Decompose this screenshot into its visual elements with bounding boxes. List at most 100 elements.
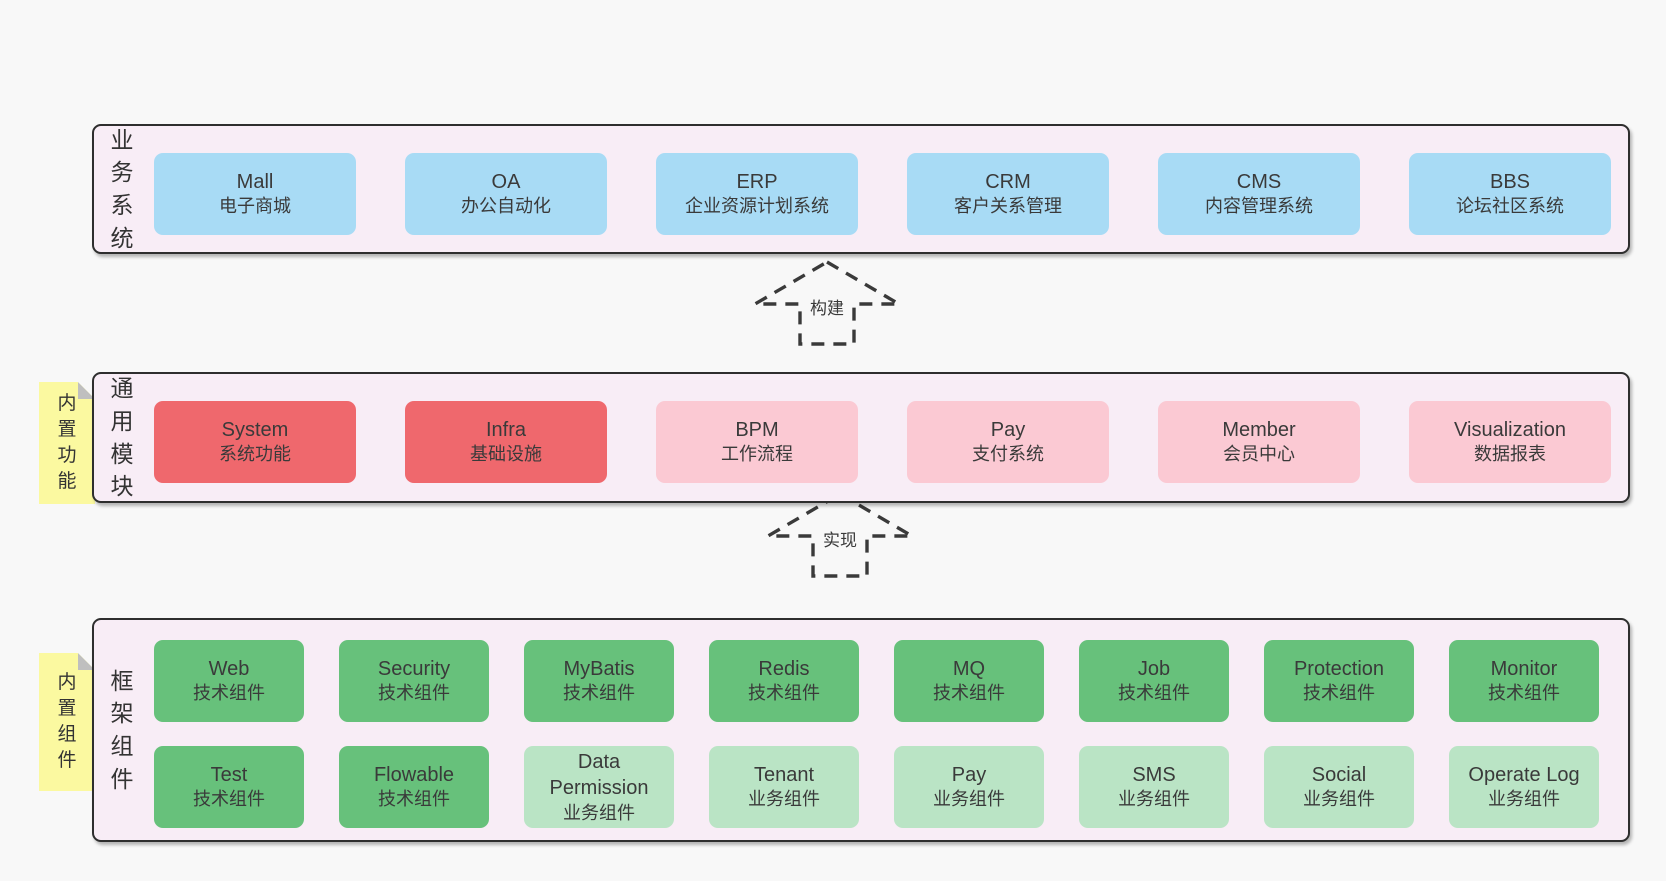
component-desc: 技术组件 — [1488, 683, 1560, 704]
layer-framework-components: 框架组件 Web 技术组件 Security 技术组件 MyBatis 技术组件 Redis… — [92, 618, 1630, 842]
component-box-security: Security 技术组件 — [339, 640, 489, 722]
component-desc: 技术组件 — [1303, 683, 1375, 704]
component-desc: 会员中心 — [1223, 444, 1295, 465]
layer-label-business-systems: 业务系统 — [110, 126, 134, 251]
component-box-erp: ERP 企业资源计划系统 — [656, 153, 858, 235]
component-name: Job — [1137, 657, 1171, 680]
component-desc: 电子商城 — [219, 196, 291, 217]
sticky-note-builtin-components: 内置组件 — [39, 653, 95, 791]
component-desc: 技术组件 — [563, 683, 635, 704]
component-box-flowable: Flowable 技术组件 — [339, 746, 489, 828]
sticky-note-builtin-features: 内置功能 — [39, 382, 95, 504]
component-name: Infra — [485, 418, 527, 441]
component-name: BPM — [735, 418, 779, 441]
component-desc: 业务组件 — [933, 789, 1005, 810]
implement-arrow-label: 实现 — [820, 526, 860, 551]
component-box-sms: SMS 业务组件 — [1079, 746, 1229, 828]
component-name: Visualization — [1454, 418, 1566, 441]
component-desc: 办公自动化 — [461, 196, 551, 217]
component-name: Pay — [990, 418, 1026, 441]
component-desc: 业务组件 — [1303, 789, 1375, 810]
component-name: Pay — [951, 763, 987, 786]
layer-business-systems: 业务系统 Mall 电子商城 OA 办公自动化 ERP 企业资源计划系统 CRM 客户关系管理… — [92, 124, 1630, 254]
build-arrow: 构建 — [752, 258, 902, 348]
component-desc: 技术组件 — [378, 789, 450, 810]
component-box-monitor: Monitor 技术组件 — [1449, 640, 1599, 722]
component-box-mq: MQ 技术组件 — [894, 640, 1044, 722]
component-box-bbs: BBS 论坛社区系统 — [1409, 153, 1611, 235]
component-name: Flowable — [373, 763, 455, 786]
component-box-pay: Pay 支付系统 — [907, 401, 1109, 483]
component-name: Redis — [758, 657, 810, 680]
component-name: Member — [1222, 418, 1296, 441]
component-name: CRM — [985, 170, 1031, 193]
component-name: Security — [377, 657, 451, 680]
component-desc: 技术组件 — [193, 789, 265, 810]
component-desc: 论坛社区系统 — [1456, 196, 1564, 217]
component-name: Tenant — [753, 763, 815, 786]
component-name: Test — [210, 763, 248, 786]
component-box-infra: Infra 基础设施 — [405, 401, 607, 483]
component-desc: 业务组件 — [1118, 789, 1190, 810]
component-desc: 技术组件 — [193, 683, 265, 704]
component-desc: 客户关系管理 — [954, 196, 1062, 217]
sticky-label: 内置功能 — [57, 392, 77, 493]
component-desc: 业务组件 — [1488, 789, 1560, 810]
component-name: Social — [1311, 763, 1367, 786]
component-desc: 基础设施 — [470, 444, 542, 465]
component-box-cms: CMS 内容管理系统 — [1158, 153, 1360, 235]
component-box-operate-log: Operate Log 业务组件 — [1449, 746, 1599, 828]
component-desc: 支付系统 — [972, 444, 1044, 465]
build-arrow-label: 构建 — [807, 294, 847, 319]
component-desc: 企业资源计划系统 — [685, 196, 829, 217]
component-desc: 业务组件 — [563, 802, 635, 823]
component-name: Operate Log — [1468, 763, 1580, 786]
component-name: System — [221, 418, 289, 441]
component-desc: 数据报表 — [1474, 444, 1546, 465]
component-box-web: Web 技术组件 — [154, 640, 304, 722]
component-name: Protection — [1293, 657, 1385, 680]
component-box-pay: Pay 业务组件 — [894, 746, 1044, 828]
component-name: BBS — [1489, 170, 1531, 193]
layer-label-common-modules: 通用模块 — [110, 375, 134, 500]
component-box-oa: OA 办公自动化 — [405, 153, 607, 235]
component-box-visualization: Visualization 数据报表 — [1409, 401, 1611, 483]
component-desc: 业务组件 — [748, 789, 820, 810]
component-name: Data Permission — [549, 750, 649, 800]
component-name: MQ — [952, 657, 986, 680]
component-desc: 技术组件 — [378, 683, 450, 704]
component-box-mybatis: MyBatis 技术组件 — [524, 640, 674, 722]
component-box-protection: Protection 技术组件 — [1264, 640, 1414, 722]
component-desc: 技术组件 — [1118, 683, 1190, 704]
component-desc: 内容管理系统 — [1205, 196, 1313, 217]
component-name: CMS — [1236, 170, 1282, 193]
component-box-tenant: Tenant 业务组件 — [709, 746, 859, 828]
component-desc: 工作流程 — [721, 444, 793, 465]
component-box-member: Member 会员中心 — [1158, 401, 1360, 483]
component-box-social: Social 业务组件 — [1264, 746, 1414, 828]
component-name: MyBatis — [563, 657, 635, 680]
component-box-test: Test 技术组件 — [154, 746, 304, 828]
component-row: Mall 电子商城 OA 办公自动化 ERP 企业资源计划系统 CRM 客户关系管理 CMS 内容… — [154, 153, 1611, 235]
component-name: SMS — [1132, 763, 1176, 786]
component-name: Web — [208, 657, 250, 680]
component-name: Monitor — [1490, 657, 1558, 680]
layer-label-framework-components: 框架组件 — [110, 667, 134, 792]
component-desc: 技术组件 — [748, 683, 820, 704]
component-box-mall: Mall 电子商城 — [154, 153, 356, 235]
component-name: Mall — [236, 170, 274, 193]
component-box-job: Job 技术组件 — [1079, 640, 1229, 722]
implement-arrow: 实现 — [765, 490, 915, 580]
sticky-label: 内置组件 — [57, 671, 77, 772]
component-name: OA — [491, 170, 521, 193]
component-box-bpm: BPM 工作流程 — [656, 401, 858, 483]
component-name: ERP — [736, 170, 778, 193]
component-desc: 技术组件 — [933, 683, 1005, 704]
